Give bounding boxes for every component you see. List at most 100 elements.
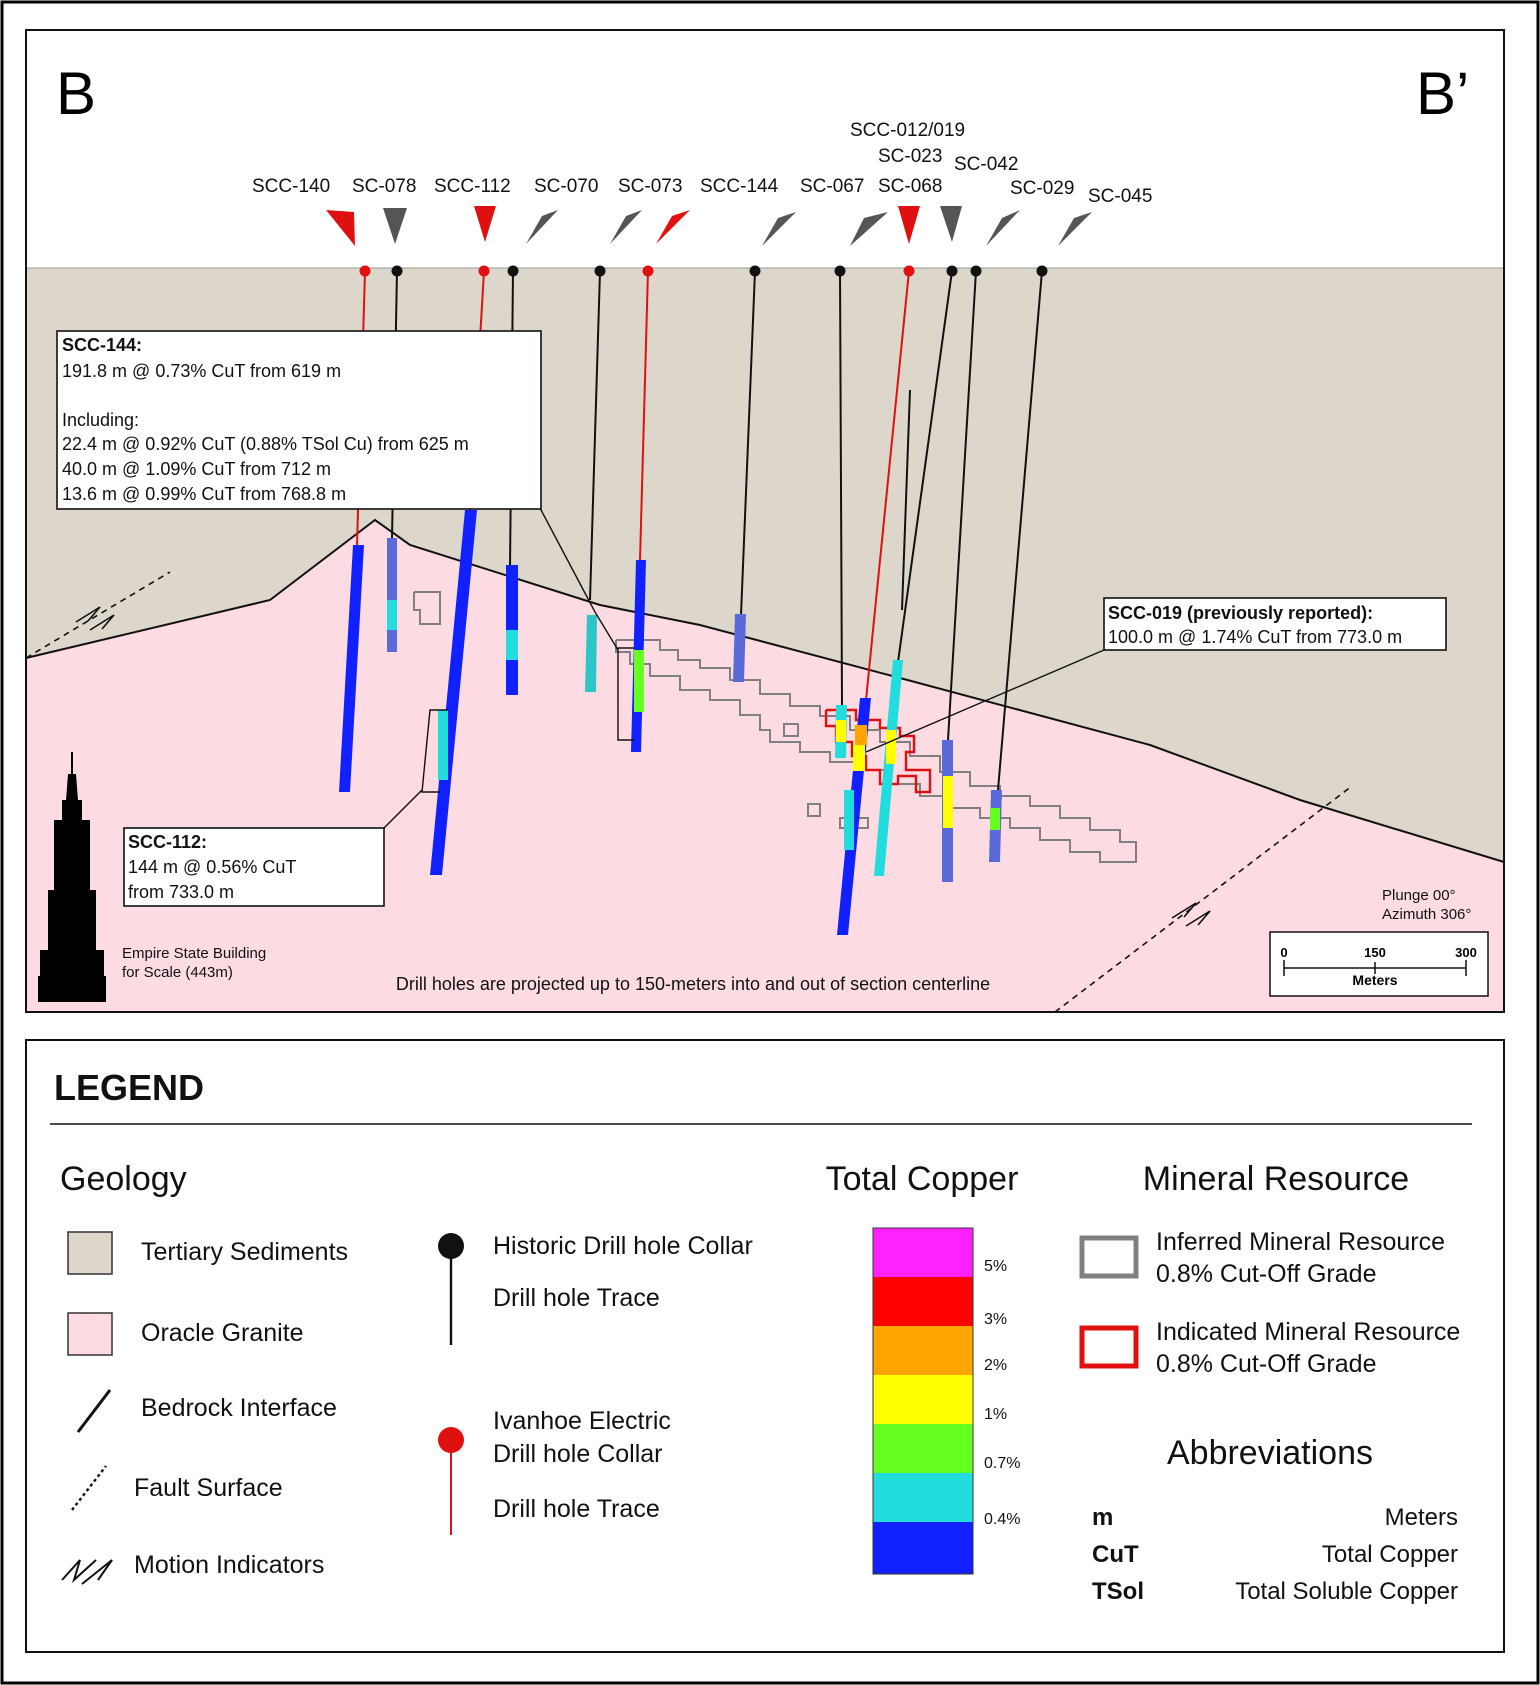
- copper-band: [873, 1375, 973, 1424]
- motion-indicator-right: [1171, 902, 1211, 927]
- legend-label: Fault Surface: [134, 1474, 283, 1502]
- callout-title: SCC-144:: [62, 335, 142, 355]
- callout-line: 100.0 m @ 1.74% CuT from 773.0 m: [1108, 627, 1402, 647]
- inferred-resource-outline-small: [413, 591, 441, 625]
- callout-line: 22.4 m @ 0.92% CuT (0.88% TSol Cu) from …: [62, 434, 469, 454]
- legend-label: Oracle Granite: [141, 1319, 304, 1347]
- legend-label: Ivanhoe Electric: [493, 1407, 671, 1435]
- collar-sc-070[interactable]: [507, 265, 519, 277]
- inferred-resource-outline: [615, 639, 1137, 863]
- arrow-icon: [850, 212, 888, 246]
- assay-band-high: [855, 725, 867, 745]
- indicated-resource-outline: [824, 708, 932, 794]
- trace-sc-023: [901, 389, 911, 611]
- callout-title: SCC-019 (previously reported):: [1108, 603, 1373, 623]
- callout-leader: [594, 611, 619, 651]
- inferred-swatch: [1079, 1235, 1139, 1279]
- section-note: Drill holes are projected up to 150-mete…: [396, 974, 990, 994]
- copper-heading: Total Copper: [826, 1160, 1019, 1198]
- abbr-term: m: [1092, 1504, 1113, 1531]
- arrow-icon: [1058, 212, 1092, 246]
- arrow-icon: [326, 210, 355, 246]
- abbreviations-heading: Abbreviations: [1167, 1434, 1373, 1472]
- legend-label: 0.8% Cut-Off Grade: [1156, 1260, 1376, 1288]
- bedrock-interface-line: [25, 518, 1505, 863]
- motion-indicator-left: [75, 606, 115, 631]
- legend-panel: LEGEND Geology Tertiary Sediments Oracle…: [25, 1039, 1505, 1653]
- historic-collar-symbol: [438, 1233, 464, 1259]
- collar-sc-029[interactable]: [970, 265, 982, 277]
- copper-band: [873, 1277, 973, 1326]
- collar-scc-012-019[interactable]: [903, 265, 915, 277]
- assay-band-high: [886, 730, 896, 764]
- scale-unit-label: Meters: [1352, 972, 1397, 988]
- copper-scale-labels: 5% 3% 2% 1% 0.7% 0.4%: [984, 1258, 1020, 1528]
- collar-sc-068[interactable]: [834, 265, 846, 277]
- assay-intervals: [339, 510, 1002, 935]
- section-sky: [26, 30, 1504, 268]
- copper-band: [873, 1228, 973, 1277]
- callout-bracket: [617, 647, 634, 741]
- trace-sc-073: [589, 270, 601, 601]
- collar-sc-078[interactable]: [391, 265, 403, 277]
- copper-tick-label: 0.7%: [984, 1455, 1020, 1472]
- abbr-term: CuT: [1092, 1541, 1139, 1568]
- collar-sc-042[interactable]: [946, 265, 958, 277]
- motion-symbol: [61, 1559, 113, 1585]
- assay-band-mid: [844, 790, 854, 850]
- hole-label: SC-078: [352, 176, 416, 197]
- assay-band-high: [853, 745, 865, 771]
- callout-line: 13.6 m @ 0.99% CuT from 768.8 m: [62, 484, 346, 504]
- scale-bar: 0 150 300 Meters: [1269, 931, 1489, 997]
- legend-label: Drill hole Collar: [493, 1440, 663, 1468]
- abbr-meaning: Total Soluble Copper: [1235, 1578, 1458, 1605]
- legend-border: [25, 1039, 1505, 1653]
- legend-label: Inferred Mineral Resource: [1156, 1228, 1445, 1256]
- abbr-meaning: Total Copper: [1322, 1541, 1458, 1568]
- trace-sc-029: [947, 270, 977, 741]
- collar-sc-045[interactable]: [1036, 265, 1048, 277]
- legend-label: 0.8% Cut-Off Grade: [1156, 1350, 1376, 1378]
- trace-scc-012-019: [865, 270, 910, 701]
- legend-title: LEGEND: [54, 1067, 204, 1108]
- collar-scc-140[interactable]: [359, 265, 371, 277]
- assay-interval-sc-042: [874, 660, 903, 876]
- bedrock-symbol: [76, 1389, 112, 1433]
- callout-line: 144 m @ 0.56% CuT: [128, 857, 296, 877]
- arrow-icon: [610, 210, 642, 244]
- arrow-icon: [986, 210, 1020, 246]
- legend-label: Historic Drill hole Collar: [493, 1232, 753, 1260]
- callout-line: Including:: [62, 410, 139, 430]
- arrow-icon: [526, 210, 558, 244]
- legend-label: Indicated Mineral Resource: [1156, 1318, 1460, 1346]
- copper-tick-label: 1%: [984, 1406, 1007, 1423]
- section-border: [25, 29, 1505, 1013]
- geology-heading: Geology: [60, 1160, 187, 1198]
- legend-label: Bedrock Interface: [141, 1394, 337, 1422]
- hole-arrows: [326, 206, 1092, 246]
- ivanhoe-collar-symbol: [438, 1427, 464, 1453]
- section-end-label: B’: [1416, 60, 1469, 127]
- collar-sc-073[interactable]: [594, 265, 606, 277]
- assay-band-high: [836, 720, 846, 742]
- abbr-meaning: Meters: [1385, 1504, 1458, 1531]
- collar-scc-144[interactable]: [642, 265, 654, 277]
- arrow-icon: [474, 206, 496, 242]
- assay-band-mid: [990, 808, 1000, 830]
- empire-state-building-icon: [38, 752, 106, 1002]
- arrow-icon: [383, 208, 407, 244]
- copper-tick-label: 5%: [984, 1258, 1007, 1275]
- fault-surface-right: [1054, 785, 1353, 1013]
- scale-tick-label: 0: [1280, 945, 1287, 960]
- azimuth-label: Azimuth 306°: [1382, 906, 1471, 923]
- assay-band-mid: [634, 650, 644, 712]
- callout-title: SCC-112:: [128, 832, 207, 852]
- copper-tick-label: 2%: [984, 1357, 1007, 1374]
- plunge-label: Plunge 00°: [1382, 887, 1456, 904]
- copper-band: [873, 1473, 973, 1522]
- collar-scc-112[interactable]: [478, 265, 490, 277]
- collar-sc-067[interactable]: [749, 265, 761, 277]
- assay-band-mid: [438, 710, 448, 780]
- hole-label: SC-067: [800, 176, 864, 197]
